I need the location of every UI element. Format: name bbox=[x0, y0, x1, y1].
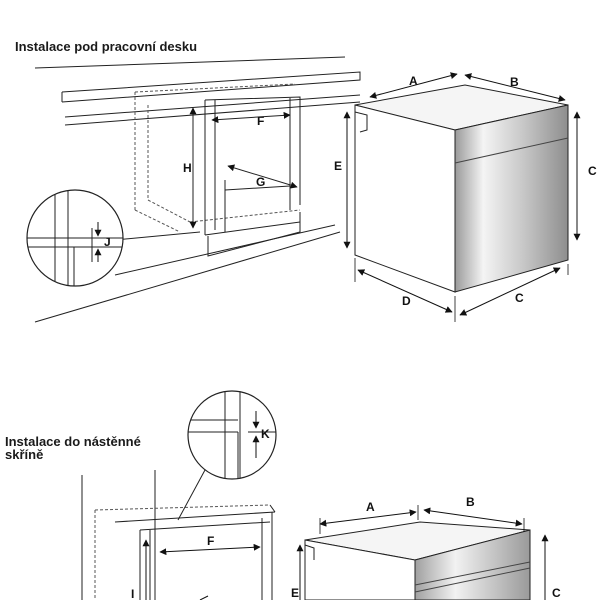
floor-line bbox=[34, 231, 341, 323]
dimension-b-bottom-arrow bbox=[423, 507, 523, 527]
under-counter-scene bbox=[34, 56, 361, 323]
label-c-bottom-right: C bbox=[552, 586, 561, 600]
dimension-f-bottom-arrow bbox=[159, 543, 261, 556]
label-a-bottom: A bbox=[366, 500, 375, 514]
oven-top bbox=[354, 84, 569, 293]
heading-wall-cabinet: Instalace do nástěnné skříně bbox=[5, 434, 141, 462]
dimension-a-arrow bbox=[369, 72, 458, 99]
label-e-bottom: E bbox=[291, 586, 299, 600]
wall-cabinet-niche bbox=[94, 504, 271, 600]
wall-cabinet-scene bbox=[81, 469, 276, 600]
oven-bottom bbox=[304, 521, 531, 600]
dimension-b-arrow bbox=[464, 73, 566, 102]
label-e: E bbox=[334, 159, 342, 173]
heading-under-counter: Instalace pod pracovní desku bbox=[15, 39, 198, 54]
cabinet-niche bbox=[134, 83, 301, 233]
floor-line-inner bbox=[114, 224, 336, 276]
dimension-f-arrow bbox=[211, 111, 291, 124]
label-f-bottom: F bbox=[207, 534, 214, 548]
detail-zoom-k bbox=[187, 390, 277, 480]
dimension-d-arrow bbox=[357, 269, 453, 313]
dimension-a-bottom-arrow bbox=[319, 509, 417, 527]
dimension-g-arrow bbox=[227, 164, 298, 189]
label-c-bottom: C bbox=[515, 291, 524, 305]
oven-bottom-dimensions bbox=[296, 505, 549, 600]
label-i: I bbox=[131, 587, 134, 600]
dimension-c-bottom-arrow bbox=[459, 267, 561, 316]
label-b-bottom: B bbox=[466, 495, 475, 509]
label-f-top: F bbox=[257, 114, 264, 128]
label-j: J bbox=[104, 235, 111, 249]
label-g: G bbox=[256, 175, 265, 189]
detail-zoom-j bbox=[26, 189, 124, 287]
cabinet-walls bbox=[204, 96, 301, 257]
oven-top-dimensions bbox=[343, 72, 581, 322]
label-b-top: B bbox=[510, 75, 519, 89]
label-d: D bbox=[402, 294, 411, 308]
label-a-top: A bbox=[409, 74, 418, 88]
label-c-right: C bbox=[588, 164, 597, 178]
zoom-pointer bbox=[114, 231, 201, 241]
label-h: H bbox=[183, 161, 192, 175]
worktop bbox=[34, 56, 361, 126]
label-k: K bbox=[261, 427, 270, 441]
